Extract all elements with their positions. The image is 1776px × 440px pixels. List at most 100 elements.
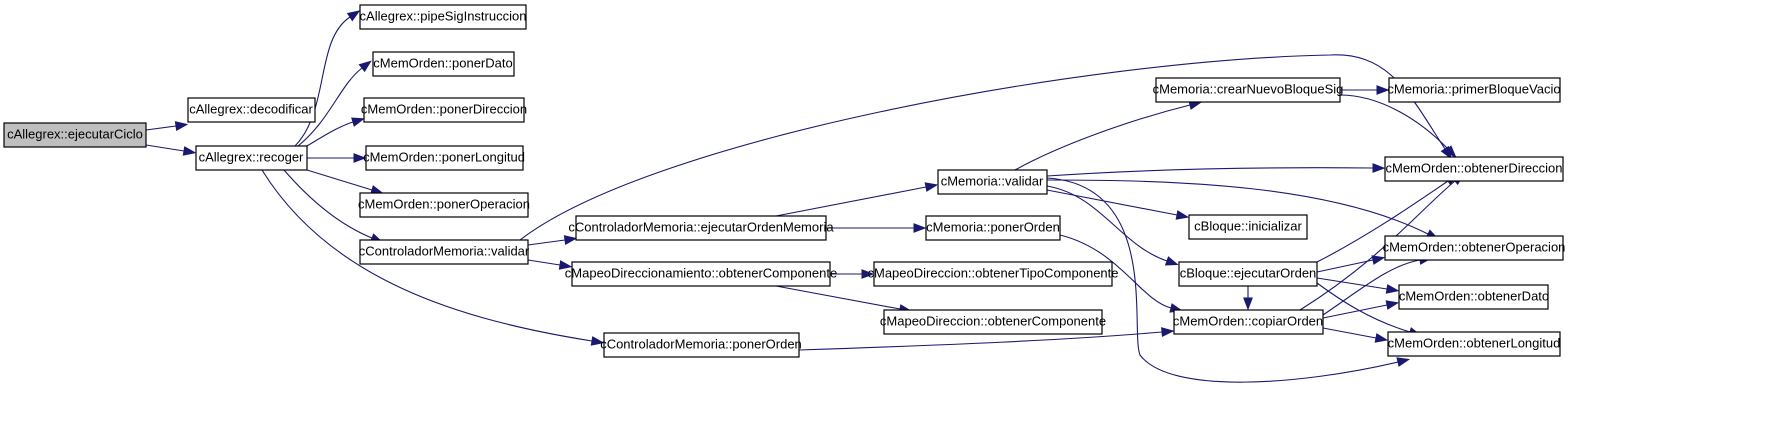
svg-text:cControladorMemoria::validar: cControladorMemoria::validar [359,243,530,258]
edge-line [1316,277,1388,290]
edge-n8-n9 [527,235,578,246]
svg-text:cMemOrden::ponerOperacion: cMemOrden::ponerOperacion [358,196,530,211]
arrowhead [1371,255,1386,265]
arrowhead [1376,85,1390,95]
node-memorden-obtener-dato[interactable]: cMemOrden::obtenerDato [1398,284,1549,310]
node-memoria-primer-bloque-vacio[interactable]: cMemoria::primerBloqueVacio [1387,77,1561,103]
svg-text:cMapeoDireccionamiento::obtene: cMapeoDireccionamiento::obtenerComponent… [565,265,837,280]
svg-text:cAllegrex::pipeSigInstruccion: cAllegrex::pipeSigInstruccion [360,8,527,23]
svg-text:cAllegrex::ejecutarCiclo: cAllegrex::ejecutarCiclo [7,126,143,141]
node-memoria-validar[interactable]: cMemoria::validar [937,169,1048,195]
node-bloque-inicializar[interactable]: cBloque::inicializar [1188,214,1308,240]
arrowhead [1175,210,1190,220]
svg-text:cBloque::inicializar: cBloque::inicializar [1194,218,1302,233]
svg-text:cMemoria::validar: cMemoria::validar [941,173,1044,188]
edge-n2-n11 [261,169,605,346]
edge-line [283,169,373,239]
node-controlador-validar[interactable]: cControladorMemoria::validar [359,239,530,265]
edge-n18-n22 [1316,255,1386,273]
node-memorden-poner-direccion[interactable]: cMemOrden::ponerDireccion [361,97,527,123]
svg-text:cAllegrex::recoger: cAllegrex::recoger [199,149,304,164]
edge-line [775,285,901,310]
arrowhead [1164,256,1179,266]
edge-n2-n6 [307,153,367,163]
edge-line [1046,189,1178,216]
edge-line [527,259,561,266]
edge-line [1046,185,1168,262]
node-memorden-copiar-orden[interactable]: cMemOrden::copiarOrden [1173,309,1324,335]
edge-line [297,67,363,147]
edge-n10-n15 [775,285,913,314]
arrowhead [590,336,605,346]
node-memorden-obtener-longitud[interactable]: cMemOrden::obtenerLongitud [1387,331,1561,357]
node-memoria-poner-orden[interactable]: cMemoria::ponerOrden [925,215,1061,241]
arrowhead [346,10,361,22]
node-controlador-ejecutar-orden-memoria[interactable]: cControladorMemoria::ejecutarOrdenMemori… [568,215,834,241]
edge-line [1316,180,1449,263]
node-mapeo-obtener-componente[interactable]: cMapeoDireccionamiento::obtenerComponent… [565,261,837,287]
svg-text:cControladorMemoria::ponerOrde: cControladorMemoria::ponerOrden [600,336,802,351]
node-memorden-obtener-direccion[interactable]: cMemOrden::obtenerDireccion [1384,156,1564,182]
svg-text:cMemOrden::obtenerDireccion: cMemOrden::obtenerDireccion [1385,160,1562,175]
edge-line [798,331,1163,351]
node-bloque-ejecutar-orden[interactable]: cBloque::ejecutarOrden [1178,261,1318,287]
svg-text:cMapeoDireccion::obtenerTipoCo: cMapeoDireccion::obtenerTipoComponente [868,265,1119,280]
node-mapeo-direccion-obtener-tipo-componente[interactable]: cMapeoDireccion::obtenerTipoComponente [868,261,1119,287]
arrowhead [1396,357,1411,367]
arrowhead [1374,333,1389,343]
edge-n9-n12 [775,182,939,217]
edge-line [527,239,566,246]
arrowhead [913,223,927,233]
edge-n19-n23 [1322,300,1400,319]
svg-text:cControladorMemoria::ejecutarO: cControladorMemoria::ejecutarOrdenMemori… [568,219,834,234]
arrowhead [1444,145,1457,158]
svg-text:cMemOrden::obtenerDato: cMemOrden::obtenerDato [1399,288,1549,303]
arrowhead [353,153,367,163]
node-memorden-poner-dato[interactable]: cMemOrden::ponerDato [372,51,515,77]
edge-n2-n7 [306,169,384,195]
svg-text:cMemOrden::obtenerLongitud: cMemOrden::obtenerLongitud [1388,335,1561,350]
node-memorden-poner-longitud[interactable]: cMemOrden::ponerLongitud [363,145,525,171]
edge-line [306,169,373,191]
arrowhead [351,117,365,127]
node-mapeo-direccion-obtener-componente[interactable]: cMapeoDireccion::obtenerComponente [880,309,1106,335]
edge-n2-n4 [297,60,372,147]
edge-n10-n14 [830,269,875,279]
edge-n0-n2 [145,144,197,156]
svg-text:cMemOrden::ponerDireccion: cMemOrden::ponerDireccion [361,101,527,116]
edge-line [1322,304,1388,319]
node-allegrex-ejecutar-ciclo[interactable]: cAllegrex::ejecutarCiclo [3,122,147,148]
node-controlador-poner-orden[interactable]: cControladorMemoria::ponerOrden [600,332,802,358]
svg-text:cAllegrex::decodificar: cAllegrex::decodificar [189,101,313,116]
node-allegrex-pipe-sig-instruccion[interactable]: cAllegrex::pipeSigInstruccion [359,4,527,30]
edge-line [1046,177,1399,383]
edge-n12-n17 [1046,189,1190,220]
svg-text:cMemoria::crearNuevoBloqueSig: cMemoria::crearNuevoBloqueSig [1153,81,1344,96]
edge-n11-n19 [798,327,1175,351]
edge-n18-n23 [1316,277,1400,294]
edge-line [1014,104,1191,171]
edge-n18-n19 [1243,286,1253,311]
arrowhead [1161,327,1175,337]
svg-text:cMemoria::primerBloqueVacio: cMemoria::primerBloqueVacio [1387,81,1560,96]
edge-line [775,186,927,217]
svg-text:cBloque::ejecutarOrden: cBloque::ejecutarOrden [1180,265,1317,280]
edge-line [1316,282,1411,333]
edge-n2-n3 [294,10,361,147]
edge-line [1316,259,1374,273]
node-allegrex-decodificar[interactable]: cAllegrex::decodificar [187,97,316,123]
edge-n9-n13 [826,223,927,233]
svg-text:cMemOrden::ponerLongitud: cMemOrden::ponerLongitud [363,149,525,164]
arrowhead [1385,300,1400,310]
node-memorden-poner-operacion[interactable]: cMemOrden::ponerOperacion [358,192,530,218]
arrowhead [563,235,578,245]
arrowhead [174,121,189,131]
nodes-layer: cAllegrex::ejecutarCiclo cAllegrex::deco… [3,4,1566,358]
edge-n2-n5 [306,117,365,147]
edge-line [1322,259,1421,316]
node-allegrex-recoger[interactable]: cAllegrex::recoger [195,145,308,171]
arrowhead [1372,163,1386,173]
node-memorden-obtener-operacion[interactable]: cMemOrden::obtenerOperacion [1383,235,1566,261]
edge-line [1059,234,1172,309]
node-memoria-crear-nuevo-bloque-sig[interactable]: cMemoria::crearNuevoBloqueSig [1153,77,1344,103]
